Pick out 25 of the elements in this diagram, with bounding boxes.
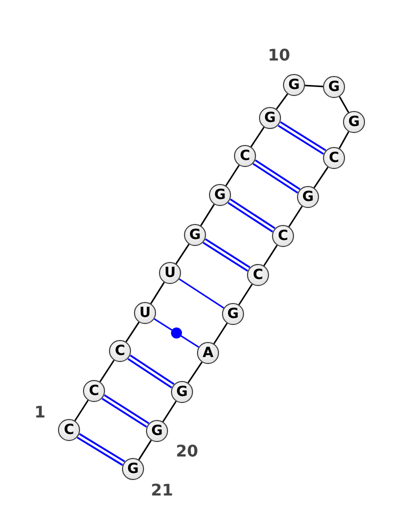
nucleotide-circle: G [259,107,281,129]
nucleotide-circle: G [146,420,168,442]
nucleotide-circle: G [297,186,319,208]
nucleotide-circle: C [323,147,345,169]
nucleotide-circle: G [222,303,244,325]
nucleotide-circle: G [122,458,144,480]
position-number: 20 [176,442,198,460]
nucleotide-circle: C [272,225,294,247]
nucleotide-circle: G [184,224,206,246]
nucleotide-circle: G [171,381,193,403]
nucleotide-circle: C [83,380,105,402]
nucleotide-circle: C [58,419,80,441]
position-number: 21 [150,480,174,500]
nucleotide-circle: A [197,342,219,364]
nucleotide-circle: G [343,111,365,133]
nucleotide-circle: U [159,262,181,284]
nucleotide-circle: U [134,302,156,324]
position-number: 1 [34,402,46,422]
position-number: 10 [268,46,290,64]
nucleotide-circle: G [283,74,305,96]
nucleotide-circle: C [234,145,256,167]
nucleotide-circle: C [109,340,131,362]
nucleotide-circle: C [247,264,269,286]
nucleotide-circle: G [323,76,345,98]
nucleotide-circle: G [209,184,231,206]
